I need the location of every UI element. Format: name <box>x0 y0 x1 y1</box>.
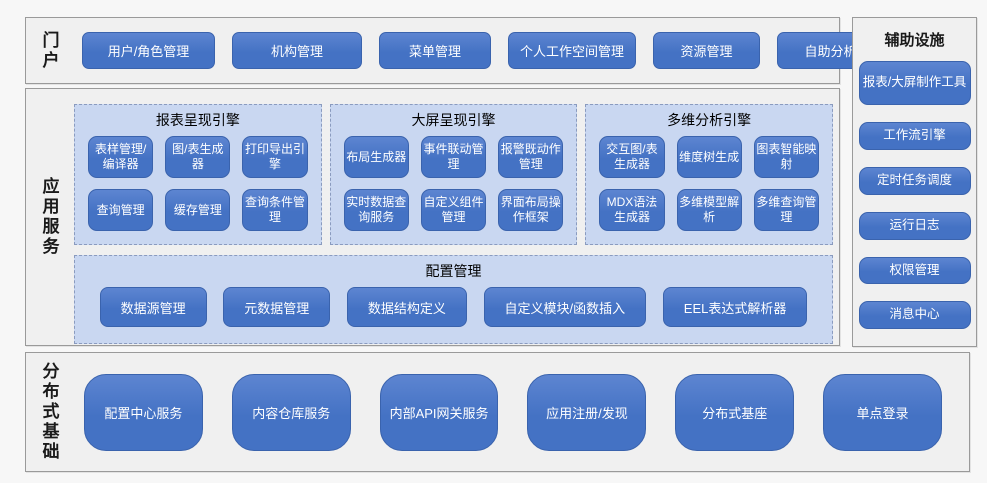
node-dimension-tree-generation: 维度树生成 <box>676 136 742 178</box>
node-custom-component-management: 自定义组件管理 <box>420 189 487 231</box>
node-config-center-service: 配置中心服务 <box>84 373 203 451</box>
node-eel-expression-parser: EEL表达式解析器 <box>662 287 808 327</box>
node-query-condition-management: 查询条件管理 <box>242 189 308 231</box>
node-chart-smart-mapping: 图表智能映射 <box>753 136 820 178</box>
node-print-export-engine: 打印导出引擎 <box>242 136 308 178</box>
node-internal-api-gateway-service: 内部API网关服务 <box>379 373 499 451</box>
node-personal-workspace-management: 个人工作空间管理 <box>508 32 636 69</box>
portal-section-label: 门户 <box>39 30 59 71</box>
node-report-style-compiler: 表样管理/编译器 <box>88 136 154 178</box>
node-cache-management: 缓存管理 <box>165 189 231 231</box>
node-event-linkage-management: 事件联动管理 <box>420 136 487 178</box>
node-permission-management: 权限管理 <box>858 256 971 285</box>
node-report-bigscreen-authoring-tool: 报表/大屏制作工具 <box>858 61 971 106</box>
node-multidim-query-management: 多维查询管理 <box>753 189 820 231</box>
portal-button-row: 用户/角色管理 机构管理 菜单管理 个人工作空间管理 资源管理 自助分析 <box>72 18 898 83</box>
node-single-sign-on: 单点登录 <box>823 373 942 451</box>
distributed-button-row: 配置中心服务 内容仓库服务 内部API网关服务 应用注册/发现 分布式基座 单点… <box>72 353 969 471</box>
node-custom-module-function-insert: 自定义模块/函数插入 <box>483 287 647 327</box>
node-content-repository-service: 内容仓库服务 <box>231 373 351 451</box>
node-query-management: 查询管理 <box>88 189 154 231</box>
engine-row: 报表呈现引擎 表样管理/编译器 图/表生成器 打印导出引擎 查询管理 缓存管理 … <box>74 104 834 245</box>
report-engine-title: 报表呈现引擎 <box>155 112 240 128</box>
config-button-row: 数据源管理 元数据管理 数据结构定义 自定义模块/函数插入 EEL表达式解析器 <box>75 284 832 343</box>
node-data-structure-definition: 数据结构定义 <box>346 287 467 327</box>
node-workflow-engine: 工作流引擎 <box>858 122 971 151</box>
node-scheduled-task-dispatch: 定时任务调度 <box>858 167 971 195</box>
app-services-section: 应用服务 报表呈现引擎 表样管理/编译器 图/表生成器 打印导出引擎 查询管理 … <box>25 88 840 346</box>
portal-section: 门户 用户/角色管理 机构管理 菜单管理 个人工作空间管理 资源管理 自助分析 <box>25 17 884 84</box>
node-distributed-base: 分布式基座 <box>675 373 795 451</box>
node-user-role-management: 用户/角色管理 <box>82 32 215 69</box>
app-services-content: 报表呈现引擎 表样管理/编译器 图/表生成器 打印导出引擎 查询管理 缓存管理 … <box>72 89 839 345</box>
node-realtime-data-query-service: 实时数据查询服务 <box>343 189 409 231</box>
node-menu-management: 菜单管理 <box>379 32 491 69</box>
config-management-panel: 配置管理 数据源管理 元数据管理 数据结构定义 自定义模块/函数插入 EEL表达… <box>74 255 833 344</box>
node-chart-table-generator: 图/表生成器 <box>165 136 231 178</box>
node-mdx-syntax-generator: MDX语法生成器 <box>599 189 665 231</box>
node-runtime-logs: 运行日志 <box>858 211 971 240</box>
report-engine-panel: 报表呈现引擎 表样管理/编译器 图/表生成器 打印导出引擎 查询管理 缓存管理 … <box>74 104 322 245</box>
auxiliary-facilities-section: 辅助设施 报表/大屏制作工具 工作流引擎 定时任务调度 运行日志 权限管理 消息… <box>852 17 977 347</box>
olap-engine-grid: 交互图/表生成器 维度树生成 图表智能映射 MDX语法生成器 多维模型解析 多维… <box>586 133 832 244</box>
bigscreen-engine-title: 大屏呈现引擎 <box>411 112 496 128</box>
bigscreen-engine-grid: 布局生成器 事件联动管理 报警既动作管理 实时数据查询服务 自定义组件管理 界面… <box>331 133 577 244</box>
node-alarm-action-management: 报警既动作管理 <box>498 136 564 178</box>
node-datasource-management: 数据源管理 <box>99 287 207 327</box>
node-organization-management: 机构管理 <box>232 32 362 69</box>
auxiliary-facilities-title: 辅助设施 <box>884 32 945 49</box>
node-interactive-chart-generator: 交互图/表生成器 <box>599 136 665 178</box>
app-services-section-label: 应用服务 <box>39 177 59 257</box>
node-resource-management: 资源管理 <box>653 32 760 69</box>
node-message-center: 消息中心 <box>858 301 971 329</box>
report-engine-grid: 表样管理/编译器 图/表生成器 打印导出引擎 查询管理 缓存管理 查询条件管理 <box>75 133 321 244</box>
olap-engine-title: 多维分析引擎 <box>667 112 752 128</box>
node-app-register-discovery: 应用注册/发现 <box>527 373 647 451</box>
node-ui-layout-framework: 界面布局操作框架 <box>498 189 564 231</box>
node-metadata-management: 元数据管理 <box>223 287 331 327</box>
node-layout-generator: 布局生成器 <box>343 136 409 178</box>
distributed-foundation-section: 分布式基础 配置中心服务 内容仓库服务 内部API网关服务 应用注册/发现 分布… <box>25 352 970 472</box>
config-management-title: 配置管理 <box>425 263 482 279</box>
distributed-foundation-label: 分布式基础 <box>39 362 59 462</box>
node-multidim-model-parsing: 多维模型解析 <box>676 189 742 231</box>
bigscreen-engine-panel: 大屏呈现引擎 布局生成器 事件联动管理 报警既动作管理 实时数据查询服务 自定义… <box>329 104 578 245</box>
olap-engine-panel: 多维分析引擎 交互图/表生成器 维度树生成 图表智能映射 MDX语法生成器 多维… <box>585 104 834 245</box>
